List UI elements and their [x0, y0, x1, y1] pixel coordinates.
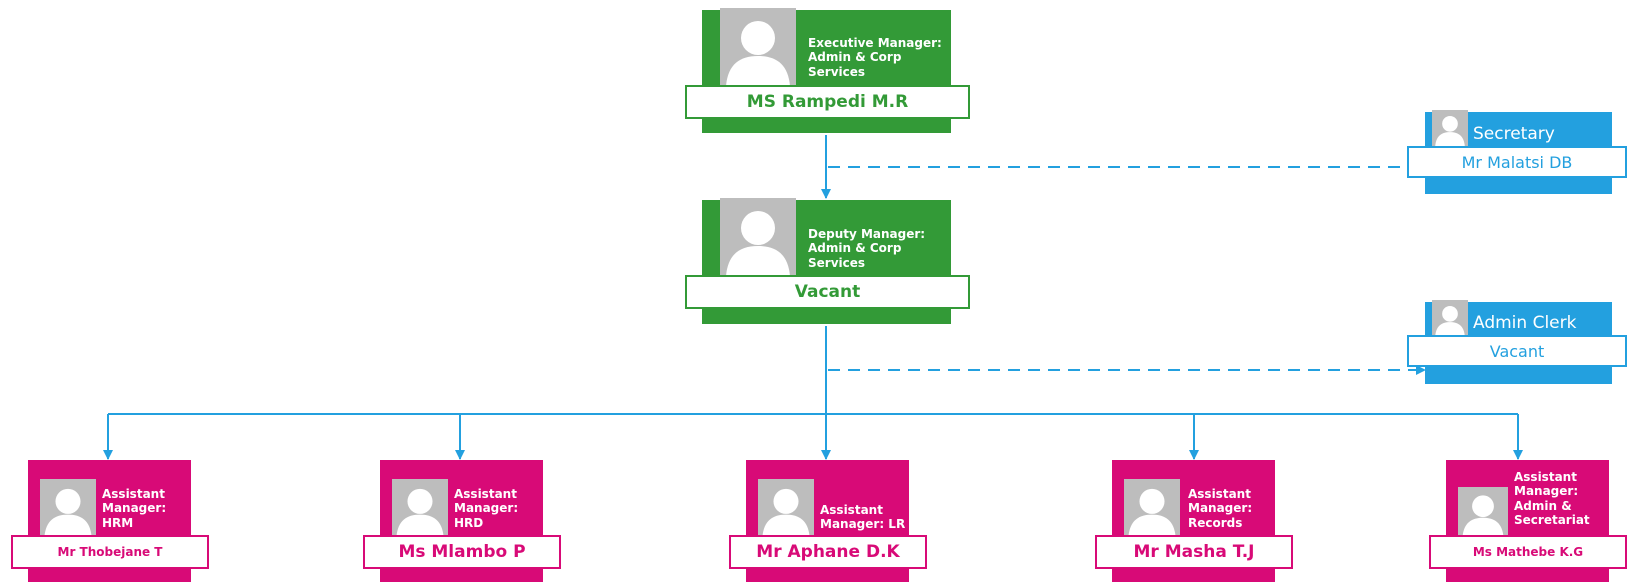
person-name: Mr Malatsi DB [1407, 146, 1627, 178]
role-title: Assistant Manager: Admin & Secretariat [1514, 470, 1590, 528]
person-placeholder-icon [720, 8, 796, 86]
role-title: Executive Manager: Admin & Corp Services [808, 36, 942, 79]
person-name: Vacant [1407, 335, 1627, 367]
role-title: Secretary [1473, 124, 1555, 144]
role-title: Assistant Manager: Records [1188, 487, 1253, 530]
role-title: Assistant Manager: LR [820, 503, 906, 532]
role-title: Deputy Manager: Admin & Corp Services [808, 227, 926, 270]
person-name: Ms Mlambo P [363, 535, 561, 569]
person-name: Mr Masha T.J [1095, 535, 1293, 569]
person-name: Ms Mathebe K.G [1429, 535, 1627, 569]
person-placeholder-icon [1432, 110, 1468, 146]
person-placeholder-icon [758, 479, 814, 537]
person-placeholder-icon [1124, 479, 1180, 537]
person-name: Mr Thobejane T [11, 535, 209, 569]
role-title: Assistant Manager: HRD [454, 487, 519, 530]
person-placeholder-icon [1458, 487, 1508, 537]
role-title: Assistant Manager: HRM [102, 487, 167, 530]
person-placeholder-icon [720, 198, 796, 276]
role-title: Admin Clerk [1473, 313, 1577, 333]
person-name: MS Rampedi M.R [685, 85, 970, 119]
person-name: Vacant [685, 275, 970, 309]
person-name: Mr Aphane D.K [729, 535, 927, 569]
person-placeholder-icon [1432, 300, 1468, 336]
person-placeholder-icon [40, 479, 96, 537]
person-placeholder-icon [392, 479, 448, 537]
